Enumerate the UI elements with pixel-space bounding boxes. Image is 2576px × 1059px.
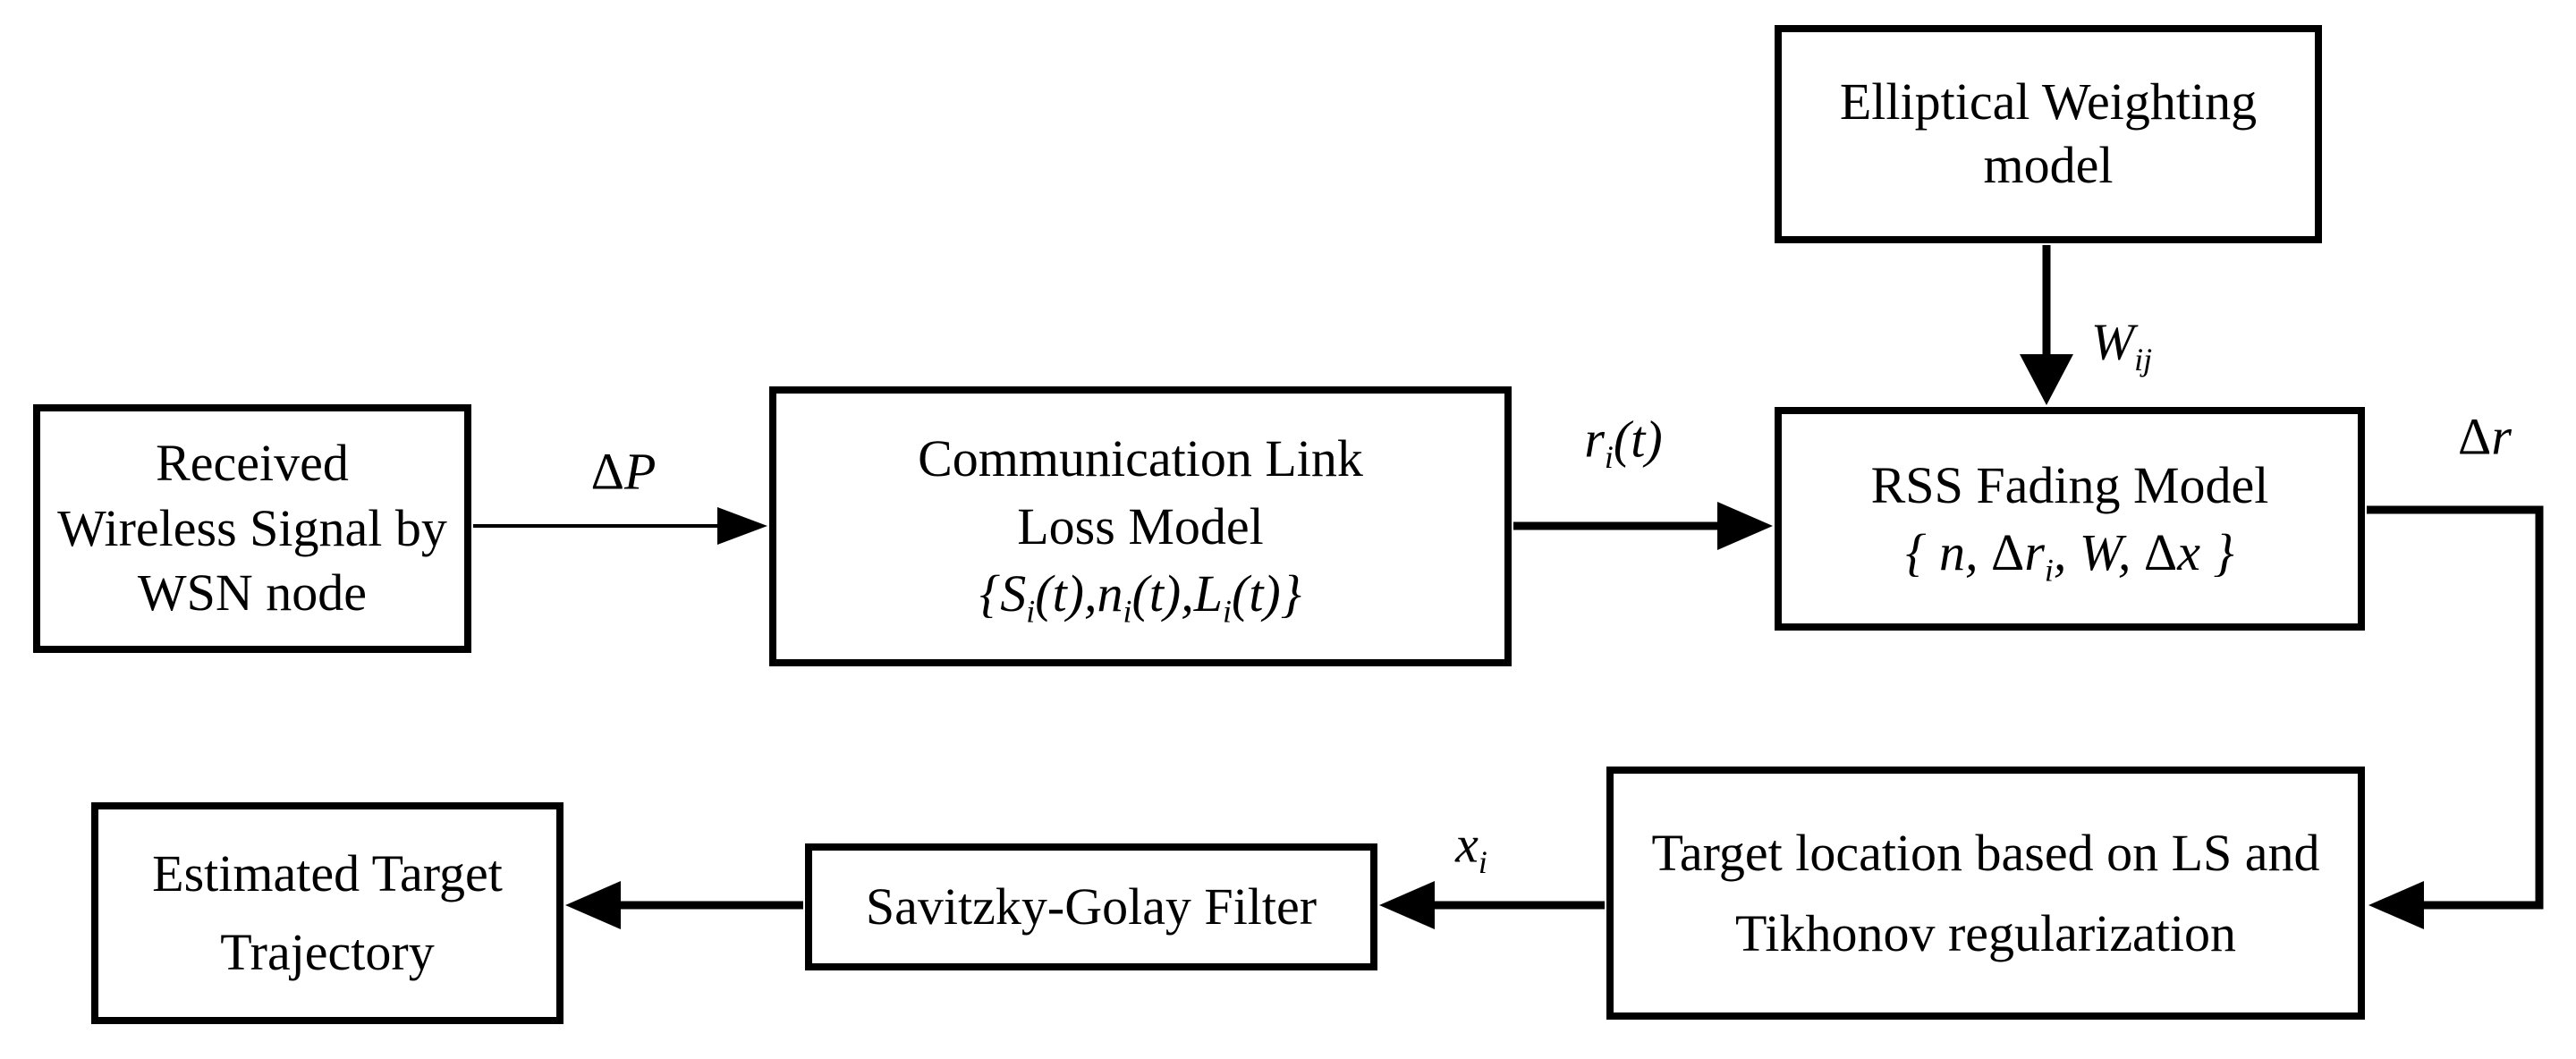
estimated-trajectory-label: Estimated Target Trajectory — [152, 843, 503, 981]
arrow-delta-p — [473, 507, 767, 545]
rss-fading-line1: RSS Fading Model — [1870, 455, 2269, 514]
arrow-r-i-t-head — [1717, 502, 1773, 550]
received-wireless-signal-box: Received Wireless Signal by WSN node — [33, 404, 471, 653]
estimated-trajectory-box: Estimated Target Trajectory — [91, 802, 564, 1024]
arrow-label-delta-r: Δr — [2458, 407, 2512, 466]
received-wireless-signal-label: Received Wireless Signal by WSN node — [57, 434, 447, 623]
arrow-label-x-i: xi — [1455, 815, 1487, 881]
elliptical-weighting-model-box: Elliptical Weighting model — [1775, 25, 2322, 243]
arrow-delta-r-line — [2367, 505, 2544, 910]
savitzky-golay-filter-box: Savitzky-Golay Filter — [805, 843, 1377, 970]
arrow-savitzky-to-estimated — [565, 881, 803, 929]
arrow-label-r-i-t: ri(t) — [1584, 410, 1663, 476]
savitzky-golay-label: Savitzky-Golay Filter — [865, 877, 1318, 936]
arrow-x-i-head — [1379, 881, 1435, 929]
arrow-delta-r — [2367, 505, 2544, 929]
arrow-label-delta-p: ΔP — [590, 442, 657, 501]
target-location-box: Target location based on LS and Tikhonov… — [1606, 767, 2365, 1020]
arrow-delta-p-head — [717, 507, 767, 545]
rss-fading-model-box: RSS Fading Model { n, Δri, W, Δx } — [1775, 407, 2365, 631]
arrow-x-i — [1379, 881, 1605, 929]
arrow-w-ij-head — [2020, 354, 2073, 405]
comm-link-line1: Communication Link — [918, 429, 1363, 488]
comm-link-formula: {Si(t),ni(t),Li(t)} — [979, 564, 1301, 630]
arrow-savitzky-to-estimated-head — [565, 881, 621, 929]
arrow-delta-r-head — [2368, 881, 2424, 929]
communication-link-loss-model-box: Communication Link Loss Model {Si(t),ni(… — [769, 386, 1512, 666]
elliptical-weighting-label: Elliptical Weighting model — [1839, 72, 2258, 194]
arrow-w-ij — [2020, 245, 2073, 405]
arrow-r-i-t — [1513, 502, 1773, 550]
comm-link-line2: Loss Model — [1017, 496, 1264, 555]
target-location-label: Target location based on LS and Tikhonov… — [1651, 823, 2320, 962]
arrow-label-w-ij: Wij — [2090, 312, 2153, 378]
rss-fading-formula: { n, Δri, W, Δx } — [1905, 523, 2234, 589]
